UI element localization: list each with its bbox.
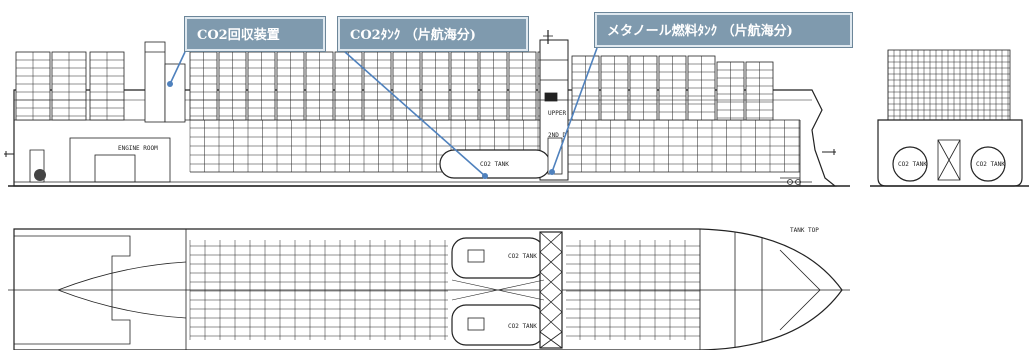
plan-methanol-tank — [539, 231, 563, 349]
tank-top-label: TANK TOP — [790, 227, 819, 234]
bulbous-bow — [780, 120, 801, 186]
methanol-tank-side — [547, 137, 563, 175]
section-co2-tank-left-label: CO2 TANK — [898, 161, 927, 168]
engine-room-label: ENGINE ROOM — [118, 145, 158, 152]
plan-hull-outline — [13, 228, 843, 351]
leader-co2-capture — [169, 51, 186, 85]
co2-tank-side-label: CO2 TANK — [480, 161, 509, 168]
second-deck-label: 2ND D — [548, 132, 566, 139]
deck-container-stacks — [15, 51, 774, 121]
section-co2-tank-right-label: CO2 TANK — [976, 161, 1005, 168]
bridge-window — [544, 92, 558, 102]
propeller — [34, 169, 46, 181]
leader-co2-capture-dot — [167, 81, 173, 87]
leader-co2-tank — [344, 51, 486, 177]
plan-co2-tank-port-label: CO2 TANK — [508, 253, 537, 260]
callout-methanol-fuel-tank: メタノール燃料ﾀﾝｸ （片航海分) — [595, 13, 852, 47]
leader-methanol-tank — [551, 47, 598, 173]
callout-co2-capture-unit: CO2回収装置 — [185, 17, 325, 51]
plan-hatch-grid — [189, 240, 701, 340]
section-deck-stack — [887, 49, 1011, 121]
section-co2-tank-right — [970, 146, 1006, 182]
plan-view: CO2 TANK CO2 TANK TANK TOP — [8, 227, 850, 351]
leader-co2-tank-dot — [482, 173, 488, 179]
upper-deck-label: UPPER — [548, 110, 566, 117]
side-elevation: ENGINE ROOM CO2 TANK UPPER 2ND D — [4, 30, 850, 187]
fwd-draft-mark — [822, 149, 836, 155]
plan-co2-tank-stbd-label: CO2 TANK — [508, 323, 537, 330]
midship-section: CO2 TANK CO2 TANK — [870, 49, 1029, 187]
aft-draft-mark — [4, 151, 14, 157]
section-container-grid — [887, 50, 1010, 120]
leader-methanol-tank-dot — [549, 169, 555, 175]
funnel-co2-capture-area — [144, 41, 166, 123]
callout-leaders — [167, 47, 598, 179]
plan-aft-structure — [14, 235, 131, 345]
callout-co2-tank: CO2ﾀﾝｸ （片航海分) — [338, 17, 528, 51]
section-co2-tank-left — [892, 146, 928, 182]
